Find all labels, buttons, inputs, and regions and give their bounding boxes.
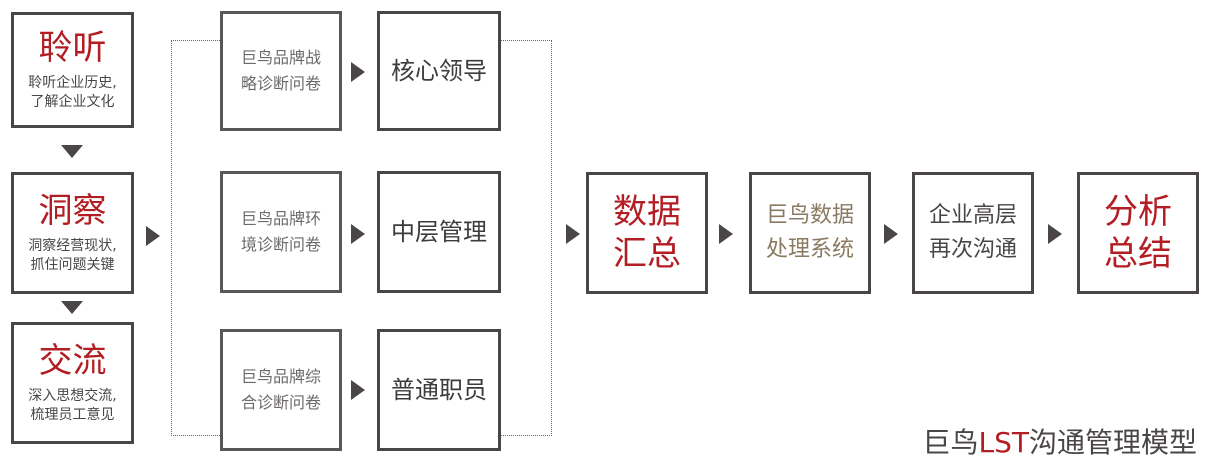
step-listen: 聆听 聆听企业历史, 了解企业文化 [11, 12, 134, 128]
step-observe-title: 洞察 [38, 191, 107, 231]
role-staff: 普通职员 [377, 329, 501, 451]
arrow-down-1 [61, 145, 83, 158]
step-listen-title: 聆听 [38, 28, 107, 68]
step-exchange: 交流 深入思想交流, 梳理员工意见 [11, 322, 134, 444]
arrow-right-q3 [351, 380, 365, 400]
arrow-right-flow-3 [1048, 224, 1062, 244]
flow-data-system: 巨鸟数据 处理系统 [749, 172, 871, 294]
arrow-right-q2 [351, 224, 365, 244]
group-bracket-right [500, 40, 552, 436]
flow-data-summary: 数据 汇总 [586, 172, 708, 294]
questionnaire-comprehensive: 巨鸟品牌综 合诊断问卷 [220, 329, 342, 451]
arrow-right-to-summary [566, 224, 580, 244]
questionnaire-environment: 巨鸟品牌环 境诊断问卷 [220, 171, 342, 293]
arrow-right-to-questionnaires [146, 226, 160, 246]
model-title: 巨鸟LST沟通管理模型 [922, 426, 1197, 459]
questionnaire-strategy: 巨鸟品牌战 略诊断问卷 [220, 11, 342, 131]
arrow-right-flow-1 [719, 224, 733, 244]
role-core-leader: 核心领导 [377, 11, 501, 131]
group-bracket-left [171, 40, 222, 436]
step-listen-desc: 聆听企业历史, 了解企业文化 [28, 75, 117, 110]
step-observe: 洞察 洞察经营现状, 抓住问题关键 [11, 172, 134, 294]
flow-executive-communication: 企业高层 再次沟通 [912, 172, 1034, 294]
step-exchange-desc: 深入思想交流, 梳理员工意见 [28, 388, 117, 423]
flow-analysis-summary: 分析 总结 [1077, 172, 1199, 294]
step-observe-desc: 洞察经营现状, 抓住问题关键 [28, 238, 117, 273]
arrow-right-flow-2 [884, 224, 898, 244]
arrow-right-q1 [351, 62, 365, 82]
arrow-down-2 [61, 301, 83, 314]
role-middle-management: 中层管理 [377, 171, 501, 293]
step-exchange-title: 交流 [38, 341, 107, 381]
